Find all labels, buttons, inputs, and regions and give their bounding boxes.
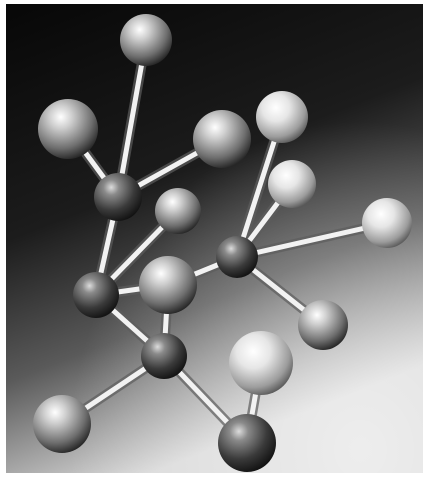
- atom-lower-right-light: [229, 331, 293, 395]
- atom-bottom: [218, 414, 276, 472]
- atom-lower-hub: [141, 333, 187, 379]
- atoms: [33, 14, 412, 472]
- atom-left-hub: [73, 272, 119, 318]
- atom-central-upper: [94, 173, 142, 221]
- atom-top: [120, 14, 172, 66]
- atom-upper-center: [193, 110, 251, 168]
- background-glow: [6, 4, 423, 473]
- atom-bottom-left: [33, 395, 91, 453]
- atom-far-right: [362, 198, 412, 248]
- atom-right-lower: [298, 300, 348, 350]
- atom-center-small: [155, 188, 201, 234]
- atom-right-hub: [216, 236, 258, 278]
- atom-right-middle: [268, 160, 316, 208]
- atom-center-large: [139, 256, 197, 314]
- atom-upper-right: [256, 91, 308, 143]
- atom-upper-left: [38, 99, 98, 159]
